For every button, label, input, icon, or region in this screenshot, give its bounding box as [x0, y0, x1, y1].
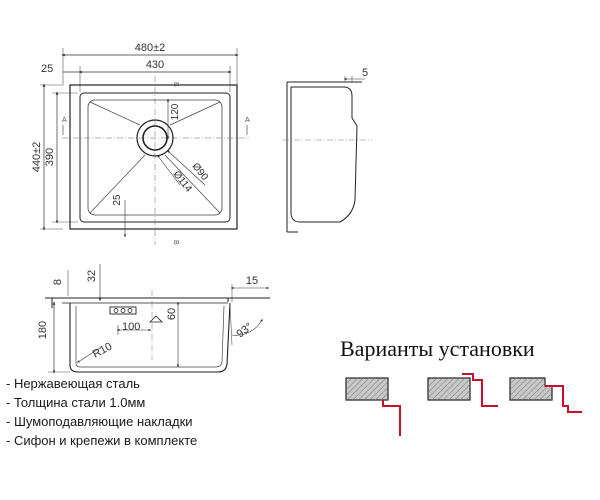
drain-outer-ring	[136, 119, 174, 157]
spec-list: - Нержавеющая сталь - Толщина стали 1.0м…	[6, 374, 197, 450]
dim-width-inner: 430	[146, 59, 164, 71]
side-view: 5	[283, 67, 372, 233]
spec-item-material: - Нержавеющая сталь	[6, 376, 140, 391]
install-variant-flush	[427, 373, 498, 407]
install-variant-undermount	[509, 377, 582, 413]
sink-outer-rim	[69, 84, 238, 230]
dim-corner-radius: R10	[91, 341, 114, 361]
install-variant-overmount	[345, 377, 401, 436]
section-bowl	[69, 302, 231, 373]
install-title: Варианты установки	[340, 336, 535, 361]
dim-height-inner: 390	[44, 148, 56, 166]
dim-depth: 180	[37, 321, 49, 339]
install-variants	[345, 373, 582, 436]
overflow-fitting	[109, 306, 163, 335]
dim-drain-inner: Ø90	[190, 161, 211, 183]
side-bowl-profile	[290, 86, 358, 223]
dim-edge-offset: 32	[86, 270, 98, 282]
dim-overflow-width: 100	[122, 321, 140, 333]
dim-width-outer: 480±2	[135, 42, 166, 54]
section-marker-b-bottom: B	[172, 240, 179, 245]
dim-flange: 25	[41, 63, 53, 75]
dim-right-offset: 15	[246, 275, 258, 287]
section-marker-b-top: B	[172, 82, 179, 87]
dim-side-wall: 5	[362, 67, 368, 79]
dim-height-outer: 440±2	[31, 142, 43, 173]
dim-angle: 93°	[234, 321, 255, 341]
spec-item-thickness: - Толщина стали 1.0мм	[6, 395, 146, 410]
section-marker-a-left: A	[62, 117, 67, 124]
dim-flange-height: 8	[52, 279, 64, 285]
section-view: 8 32 15 100 60 180 R10	[37, 264, 270, 374]
section-marker-a-right: A	[245, 117, 250, 124]
dim-overflow-height: 60	[166, 308, 178, 320]
dim-drain-offset: 120	[170, 103, 181, 120]
top-view: 480±2 430 25 440±2 390 Ø90 Ø114 120	[31, 42, 250, 245]
spec-item-noise-pads: - Шумоподавляющие накладки	[6, 414, 193, 429]
dim-bottom-offset: 25	[112, 194, 123, 206]
spec-item-siphon: - Сифон и крепежи в комплекте	[6, 433, 198, 448]
